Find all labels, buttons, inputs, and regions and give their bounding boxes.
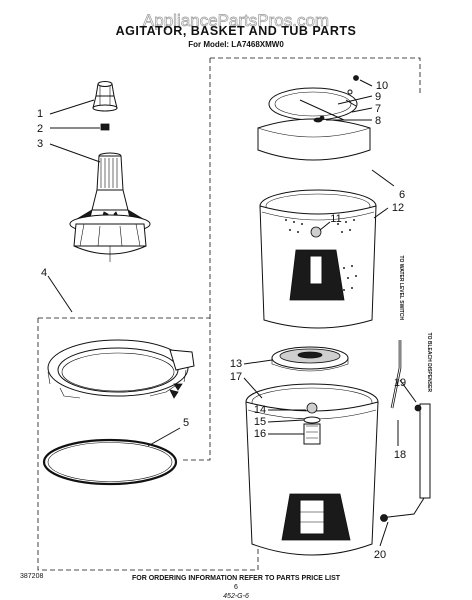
- callout-7: 7: [375, 103, 381, 115]
- callout-17: 17: [230, 371, 242, 383]
- callout-2: 2: [37, 123, 43, 135]
- handwritten-note: 452-G-6: [223, 593, 249, 600]
- callout-6: 6: [399, 189, 405, 201]
- callout-4: 4: [41, 267, 47, 279]
- callout-14: 14: [254, 404, 266, 416]
- agitator-part: [69, 152, 151, 262]
- watermark: AppliancePartsPros.com: [143, 11, 329, 30]
- callout-19: 19: [394, 377, 406, 389]
- callout-1: 1: [37, 108, 43, 120]
- callout-13: 13: [230, 358, 242, 370]
- gasket-ring-part: [42, 438, 178, 486]
- diagram-title: AGITATOR, BASKET AND TUB PARTS: [116, 24, 357, 38]
- outer-tub-part: [245, 383, 379, 556]
- callout-15: 15: [254, 416, 266, 428]
- callout-10: 10: [376, 80, 388, 92]
- callout-12: 12: [392, 202, 404, 214]
- model-subtitle: For Model: LA7468XMW0: [188, 40, 284, 49]
- tub-ring-part: [47, 339, 195, 399]
- bleach-dispenser-label: TO BLEACH DISPENSER: [426, 333, 432, 393]
- callout-9: 9: [375, 91, 381, 103]
- agitator-cap-part: [92, 81, 118, 112]
- assembly-outline-left: [37, 317, 258, 571]
- basket-drive-part: [271, 346, 349, 372]
- ordering-instruction: FOR ORDERING INFORMATION REFER TO PARTS …: [132, 575, 341, 582]
- callout-16: 16: [254, 428, 266, 440]
- basket-perforations: [285, 219, 357, 291]
- water-level-switch-label: TO WATER LEVEL SWITCH: [398, 256, 404, 321]
- hose-parts: [379, 340, 431, 522]
- tub-cover-part: [257, 87, 371, 161]
- callout-18: 18: [394, 449, 406, 461]
- agitator-bolt-part: [100, 123, 110, 131]
- callout-11: 11: [330, 213, 341, 225]
- callout-3: 3: [37, 138, 43, 150]
- callout-numbers: 1 2 3 4 5 6 7 8 9 10 11 12 13 14 15 16 1…: [37, 80, 406, 561]
- leader-lines: [47, 79, 417, 547]
- callout-8: 8: [375, 115, 381, 127]
- catalog-code: 387208: [20, 573, 43, 580]
- assembly-outline-right: [180, 57, 421, 461]
- hardware-small-parts: [313, 75, 359, 123]
- callout-5: 5: [183, 417, 189, 429]
- page-number: 6: [234, 584, 238, 591]
- wash-basket-part: [259, 189, 377, 329]
- callout-20: 20: [374, 549, 386, 561]
